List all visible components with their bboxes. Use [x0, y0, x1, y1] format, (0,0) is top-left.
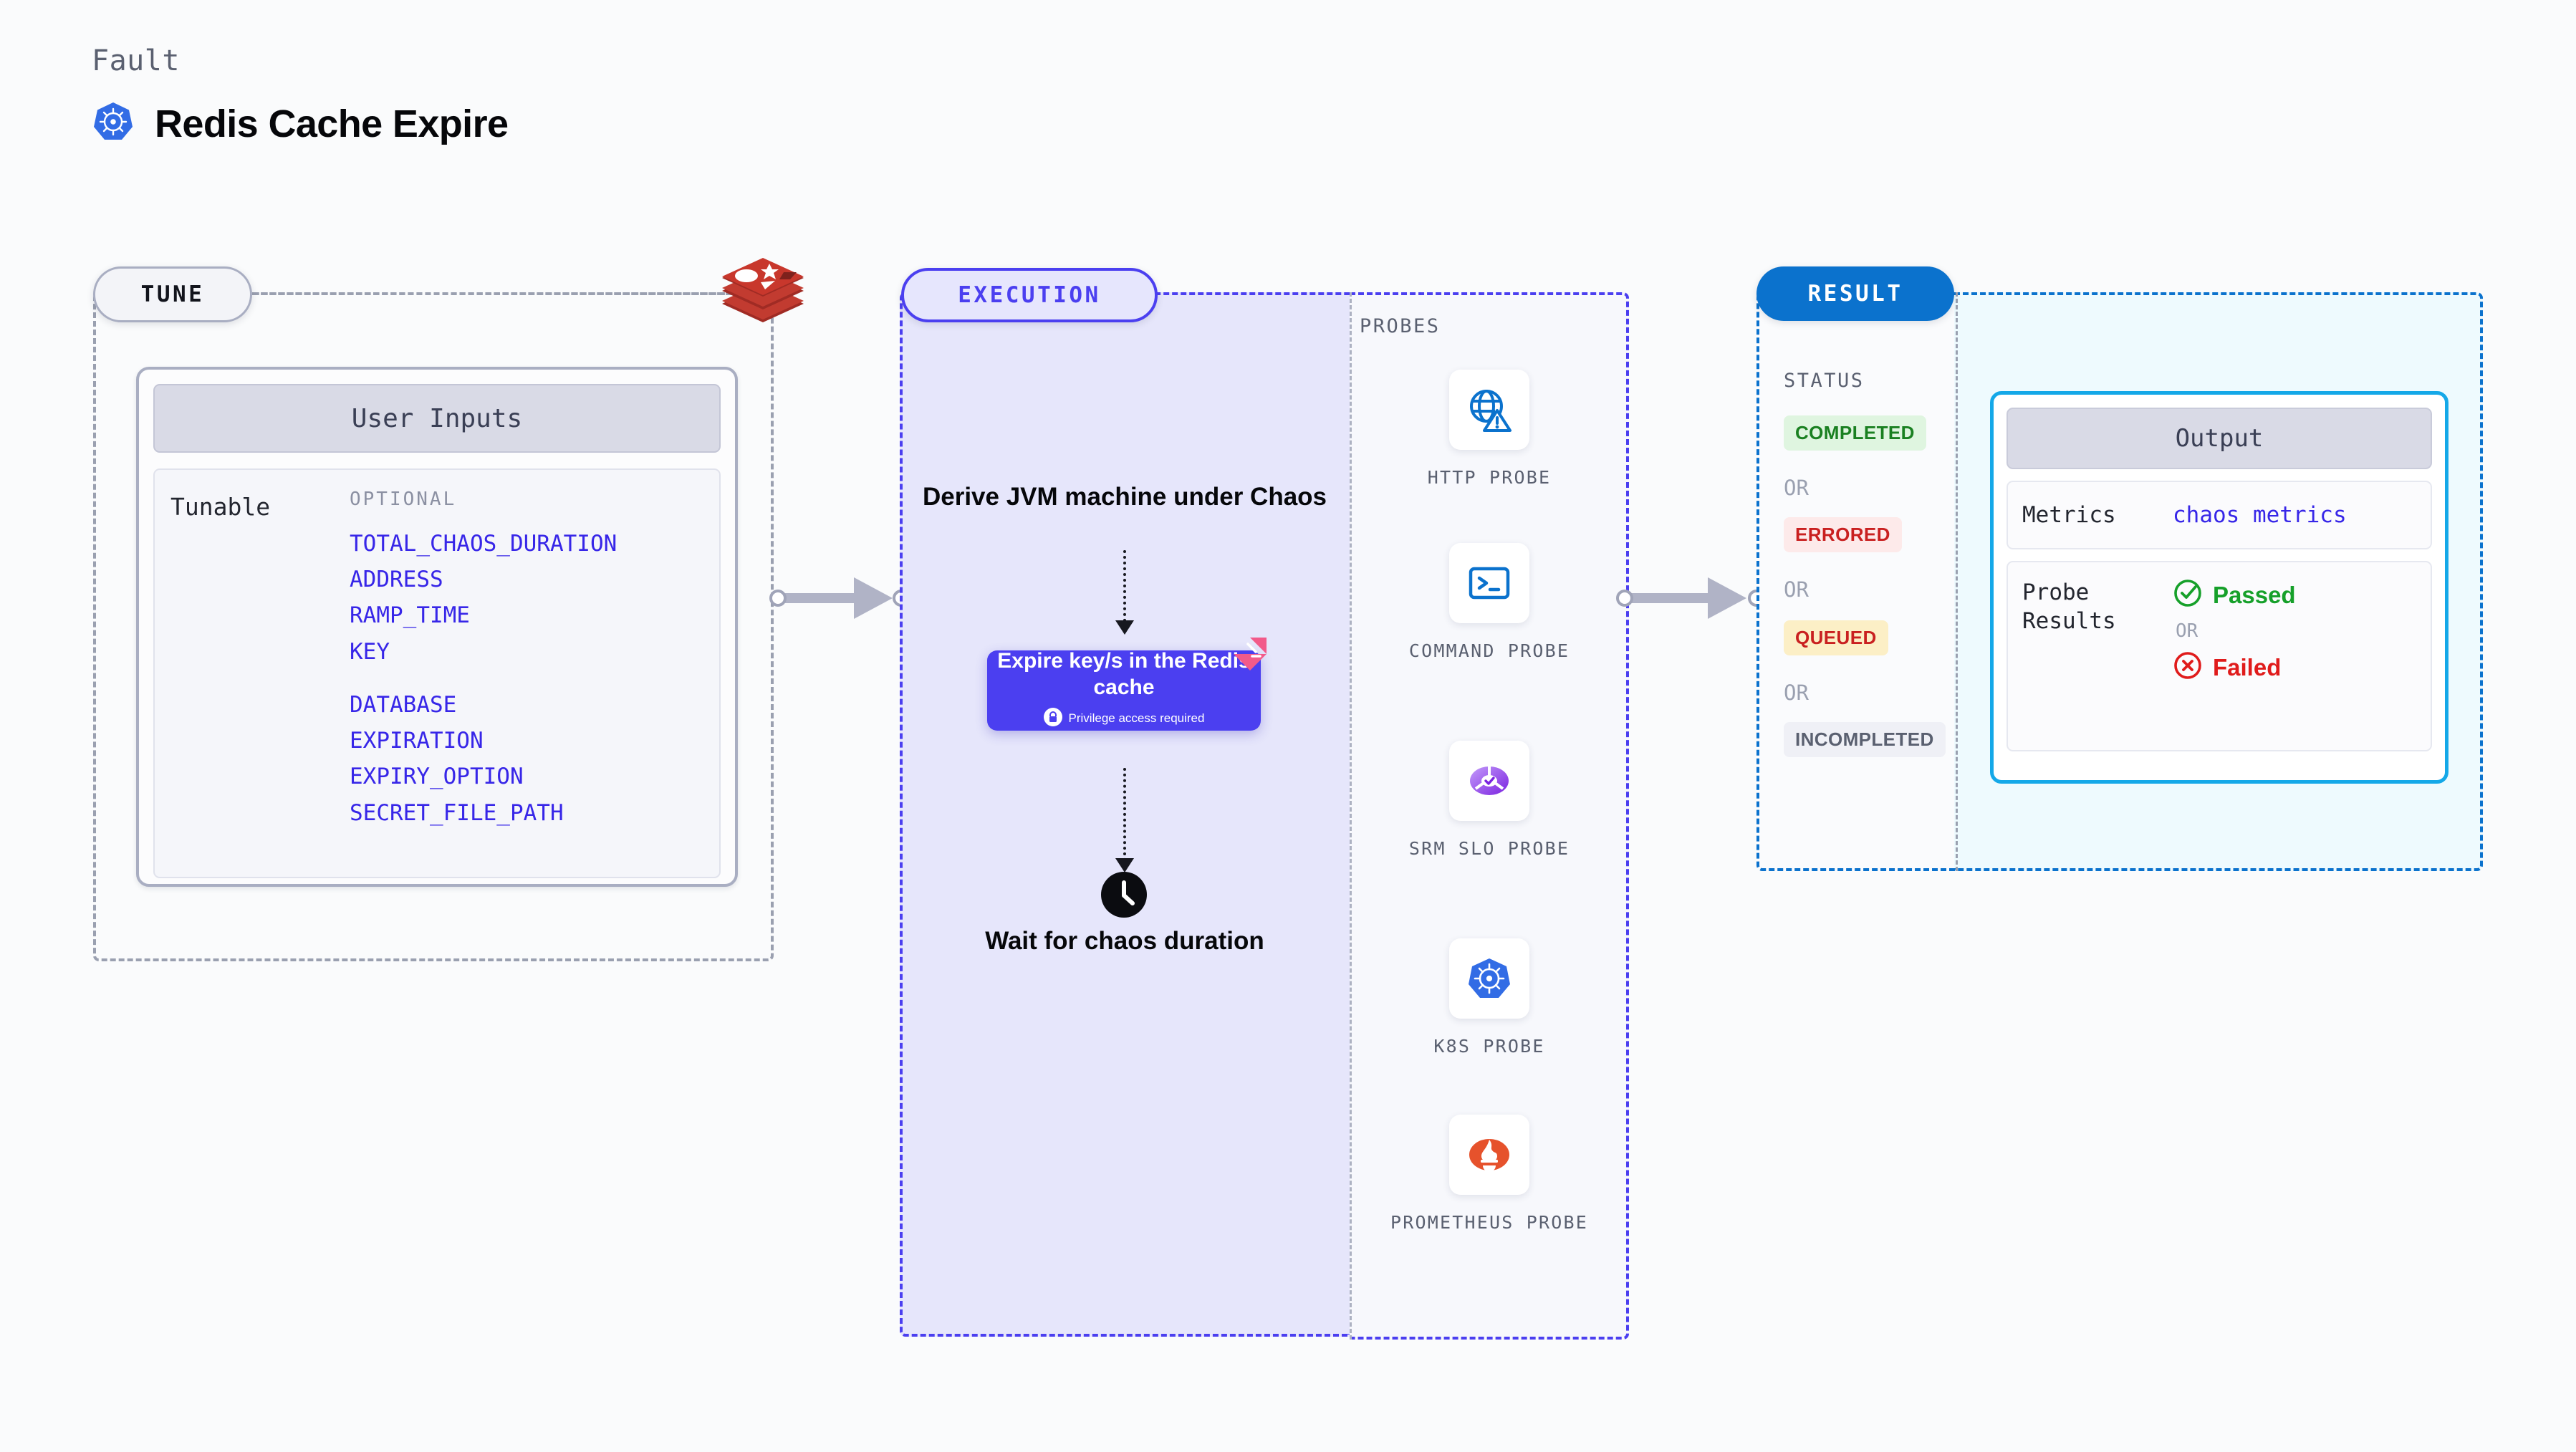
prometheus-icon	[1449, 1115, 1529, 1195]
passed-label: Passed	[2213, 581, 2296, 608]
fault-eyebrow: Fault	[92, 44, 180, 77]
expire-action-card[interactable]: Expire key/s in the Redis cache Privileg…	[987, 649, 1261, 731]
connector-arrowhead	[854, 577, 893, 619]
derive-step-label: Derive JVM machine under Chaos	[922, 483, 1327, 511]
wait-step-label: Wait for chaos duration	[985, 927, 1264, 955]
probe-result-failed: Failed	[2173, 650, 2296, 684]
title-row: Redis Cache Expire	[92, 100, 509, 147]
probe-label-command: COMMAND PROBE	[1408, 640, 1570, 661]
output-title: Output	[2007, 408, 2432, 469]
page-header: Fault Redis Cache Expire	[92, 44, 509, 147]
result-stage-badge[interactable]: RESULT	[1756, 266, 1954, 321]
x-circle-icon	[2173, 650, 2203, 684]
flow-arrowhead-1	[1115, 620, 1134, 635]
kubernetes-icon	[1449, 938, 1529, 1019]
user-inputs-title: User Inputs	[153, 384, 721, 453]
status-or-3: OR	[1784, 681, 1809, 705]
probe-result-or: OR	[2176, 620, 2198, 642]
probes-section-label: PROBES	[1360, 315, 1441, 337]
status-badge-completed: COMPLETED	[1784, 415, 1926, 451]
flow-line-2	[1123, 768, 1126, 861]
globe-warning-icon	[1449, 370, 1529, 450]
probe-label-http: HTTP PROBE	[1427, 467, 1552, 488]
harness-ribbon-icon	[1231, 635, 1269, 673]
probes-divider	[1350, 292, 1352, 1340]
probe-results-values: Passed OR Failed	[2173, 578, 2296, 734]
execution-stage-badge[interactable]: EXECUTION	[901, 268, 1158, 322]
tunable-box: Tunable OPTIONAL TOTAL_CHAOS_DURATION AD…	[153, 468, 721, 878]
status-badge-queued: QUEUED	[1784, 620, 1888, 655]
slo-gauge-icon	[1449, 741, 1529, 821]
connector-arrowhead	[1708, 577, 1746, 619]
failed-label: Failed	[2213, 653, 2282, 681]
probe-item-k8s[interactable]: K8S PROBE	[1350, 938, 1629, 1059]
probe-label-k8s: K8S PROBE	[1433, 1036, 1545, 1057]
connector-dot-start	[769, 590, 787, 607]
output-card: Output Metrics chaos metrics Probe Resul…	[1990, 391, 2448, 784]
privilege-text: Privilege access required	[1068, 711, 1205, 726]
clock-icon	[1100, 870, 1148, 919]
probe-label-srm-slo: SRM SLO PROBE	[1408, 838, 1570, 859]
param-total-chaos-duration[interactable]: TOTAL_CHAOS_DURATION	[350, 531, 617, 557]
tune-stage-badge[interactable]: TUNE	[93, 266, 252, 322]
tune-region	[93, 292, 774, 961]
param-key[interactable]: KEY	[350, 638, 390, 665]
result-status-region	[1756, 292, 1957, 871]
param-secret-file-path[interactable]: SECRET_FILE_PATH	[350, 799, 564, 826]
lock-icon	[1043, 707, 1062, 730]
param-database[interactable]: DATABASE	[350, 691, 457, 718]
probe-results-key: Probe Results	[2022, 580, 2116, 635]
execution-to-result-connector	[1616, 577, 1765, 619]
metrics-value[interactable]: chaos metrics	[2173, 502, 2347, 528]
result-divider	[1956, 292, 1958, 871]
probe-item-command[interactable]: COMMAND PROBE	[1350, 543, 1629, 663]
status-badge-errored: ERRORED	[1784, 517, 1902, 552]
terminal-icon	[1449, 543, 1529, 623]
probe-item-srm-slo[interactable]: SRM SLO PROBE	[1350, 741, 1629, 861]
privilege-row: Privilege access required	[1043, 707, 1205, 730]
redis-logo-icon	[716, 249, 809, 335]
metrics-key: Metrics	[2022, 501, 2116, 528]
user-inputs-card: User Inputs Tunable OPTIONAL TOTAL_CHAOS…	[136, 367, 738, 887]
kubernetes-icon	[92, 100, 135, 147]
param-address[interactable]: ADDRESS	[350, 567, 443, 593]
check-circle-icon	[2173, 578, 2203, 612]
optional-label: OPTIONAL	[350, 489, 457, 510]
tune-to-execution-connector	[769, 577, 910, 619]
expire-card-title: Expire key/s in the Redis cache	[997, 649, 1251, 699]
tunable-param-list: OPTIONAL TOTAL_CHAOS_DURATION ADDRESS RA…	[350, 489, 617, 858]
connector-line	[779, 593, 871, 603]
status-or-1: OR	[1784, 476, 1809, 500]
probe-results-row: Probe Results Passed OR	[2007, 561, 2432, 751]
param-expiration[interactable]: EXPIRATION	[350, 728, 484, 754]
status-badge-incompleted: INCOMPLETED	[1784, 722, 1946, 757]
probe-item-prometheus[interactable]: PROMETHEUS PROBE	[1350, 1115, 1629, 1235]
tunable-label: Tunable	[170, 493, 271, 521]
probe-item-http[interactable]: HTTP PROBE	[1350, 370, 1629, 490]
param-ramp-time[interactable]: RAMP_TIME	[350, 602, 470, 629]
flow-line-1	[1123, 550, 1126, 622]
probe-result-passed: Passed	[2173, 578, 2296, 612]
flow-arrowhead-2	[1115, 858, 1134, 872]
probe-label-prometheus: PROMETHEUS PROBE	[1390, 1212, 1589, 1233]
status-or-2: OR	[1784, 577, 1809, 602]
connector-dot-start	[1616, 590, 1633, 607]
status-section-label: STATUS	[1784, 370, 1865, 392]
page-title: Redis Cache Expire	[155, 102, 509, 145]
metrics-row: Metrics chaos metrics	[2007, 481, 2432, 549]
param-expiry-option[interactable]: EXPIRY_OPTION	[350, 764, 524, 790]
connector-line	[1626, 593, 1725, 603]
execution-region	[900, 292, 1350, 1337]
